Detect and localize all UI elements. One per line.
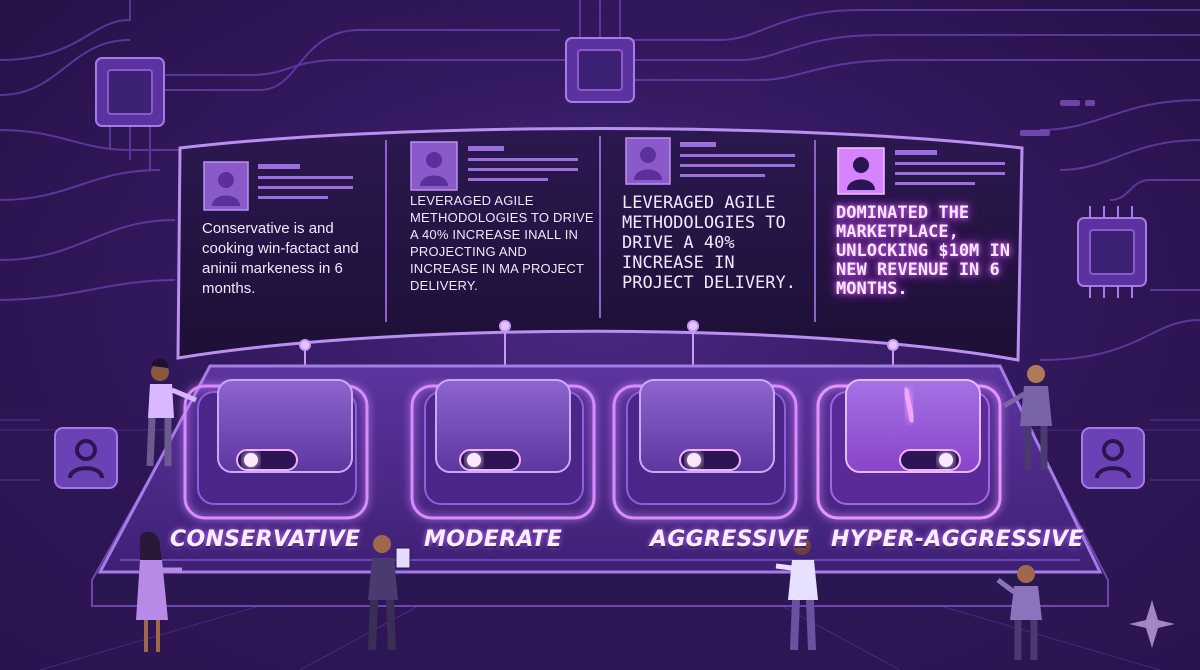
- chip-icon-left: [95, 57, 165, 127]
- label-aggressive: AGGRESSIVE: [650, 527, 810, 552]
- switch-moderate[interactable]: [410, 379, 596, 520]
- chip-icon-top: [565, 37, 635, 103]
- panel-3-text: Leveraged agile methodologies to drive a…: [622, 193, 796, 293]
- avatar-icon-right: [1081, 427, 1145, 489]
- chip-icon-right: [1077, 206, 1147, 298]
- panel-3-avatar-icon: [625, 137, 671, 185]
- panel-2-text: Leveraged agile methodologies to drive a…: [410, 193, 594, 293]
- label-conservative: CONSERVATIVE: [170, 527, 361, 552]
- person-man-right-bottom: [996, 565, 1042, 660]
- label-hyper-aggressive: HYPER-AGGRESSIVE: [831, 527, 1084, 552]
- panel-1-text: Conservative is and cooking win-factact …: [202, 220, 359, 297]
- sparkle-icon: [1129, 600, 1175, 648]
- switch-hyper-aggressive[interactable]: [816, 379, 1002, 520]
- person-woman-left-bottom: [136, 531, 182, 652]
- panel-2-avatar-icon: [410, 141, 458, 191]
- panel-4-avatar-icon: [837, 147, 885, 195]
- person-man-tablet: [368, 535, 411, 651]
- person-man-right-top: [1002, 365, 1052, 470]
- switch-aggressive[interactable]: [612, 379, 798, 520]
- switch-conservative[interactable]: [183, 379, 369, 520]
- person-woman-left-top: [146, 358, 197, 467]
- panel-4-text: Dominated the marketplace, unlocking $10…: [836, 203, 1010, 299]
- label-moderate: MODERATE: [424, 527, 563, 552]
- person-man-center: [775, 537, 818, 651]
- panel-1-avatar-icon: [203, 161, 249, 211]
- avatar-icon-left: [54, 427, 118, 489]
